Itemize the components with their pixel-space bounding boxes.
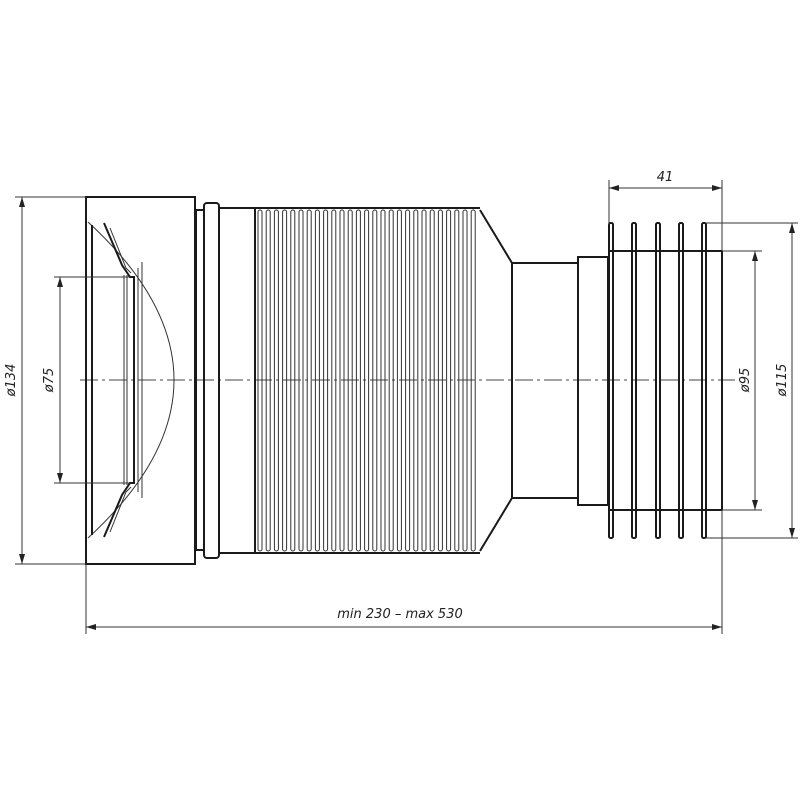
pipe-rib <box>290 209 296 552</box>
pipe-rib <box>421 209 427 552</box>
seal-fin <box>655 222 661 539</box>
dimension-length: min 230 – max 530 <box>85 510 723 634</box>
label-length: min 230 – max 530 <box>337 607 463 622</box>
pipe-rib <box>396 209 402 552</box>
label-d75: ø75 <box>42 368 57 394</box>
pipe-rib <box>437 209 443 552</box>
dimension-d115: ø115 <box>705 222 798 539</box>
label-d95: ø95 <box>738 368 753 394</box>
pipe-rib <box>298 209 304 552</box>
pipe-rib <box>429 209 435 552</box>
pipe-rib <box>347 209 353 552</box>
pipe-rib <box>323 209 329 552</box>
label-41: 41 <box>657 170 674 185</box>
pipe-rib <box>273 209 279 552</box>
pipe-rib <box>388 209 394 552</box>
corrugated-pipe <box>255 207 480 554</box>
seal-fin <box>631 222 637 539</box>
pipe-rib <box>331 209 337 552</box>
pipe-rib <box>446 209 452 552</box>
pipe-rib <box>306 209 312 552</box>
pipe-rib <box>413 209 419 552</box>
reducer-pipe <box>479 209 609 552</box>
dimension-d95: ø95 <box>722 250 762 511</box>
pipe-rib <box>257 209 263 552</box>
label-d134: ø134 <box>4 364 19 398</box>
dimension-41: 41 <box>608 170 723 251</box>
pipe-rib <box>314 209 320 552</box>
dimension-d134: ø134 <box>4 196 86 565</box>
pipe-rib <box>339 209 345 552</box>
pipe-rib <box>470 209 476 552</box>
seal-ring <box>195 202 256 559</box>
seal-fin <box>701 222 707 539</box>
pipe-rib <box>265 209 271 552</box>
socket-housing <box>85 196 196 565</box>
pipe-rib <box>462 209 468 552</box>
pipe-rib <box>454 209 460 552</box>
pipe-rib <box>380 209 386 552</box>
pipe-rib <box>372 209 378 552</box>
pipe-rib <box>355 209 361 552</box>
finned-seal <box>608 222 723 539</box>
seal-fin <box>608 222 614 539</box>
dimension-d75: ø75 <box>42 276 130 484</box>
pipe-rib <box>364 209 370 552</box>
pipe-rib <box>282 209 288 552</box>
label-d115: ø115 <box>775 364 790 398</box>
seal-fin <box>678 222 684 539</box>
pipe-rib <box>405 209 411 552</box>
